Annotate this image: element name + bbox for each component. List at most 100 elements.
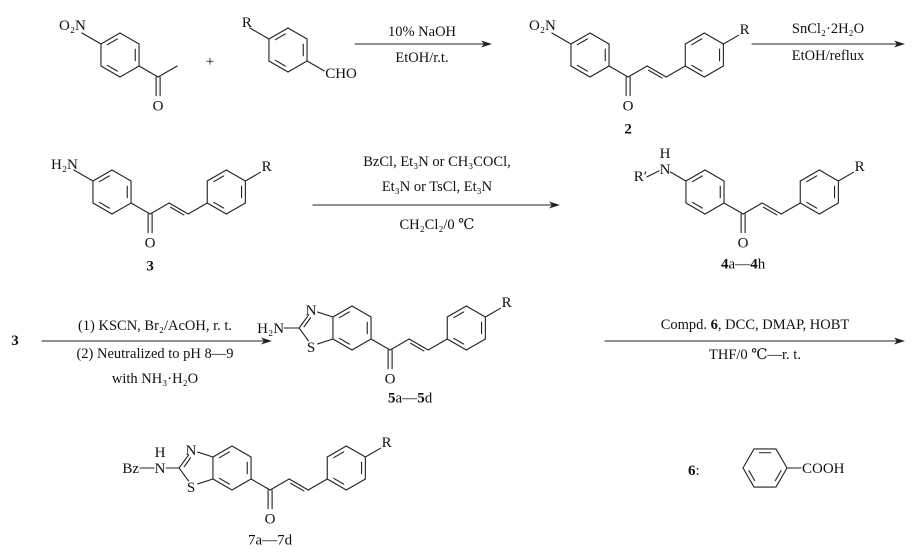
- aromatic-double-bond: [748, 470, 756, 482]
- benzene-ring-bond: [111, 169, 132, 182]
- plus-sign: +: [206, 54, 214, 70]
- step2-conditions: EtOH/reflux: [792, 48, 865, 64]
- label-part: d: [425, 391, 433, 407]
- chain-bond: [665, 65, 686, 78]
- thiazole-bond: [178, 454, 190, 469]
- compound-6-label: 6:: [688, 463, 700, 479]
- benzene-ring-bond: [446, 338, 467, 351]
- amide-hydrogen-label: H: [155, 445, 166, 461]
- benzene-ring-bond: [704, 169, 725, 182]
- aromatic-double-bond: [213, 175, 225, 183]
- r-group-bond: [364, 447, 382, 458]
- carbonyl-bond: [130, 202, 151, 215]
- chain-bond: [269, 478, 290, 491]
- aromatic-double-bond: [576, 38, 588, 46]
- benzene-ring-bond: [92, 202, 113, 215]
- benzene-ring-bond: [589, 65, 610, 78]
- benzene-ring-bond: [742, 448, 755, 469]
- benzene-ring-bond: [703, 32, 724, 45]
- aromatic-double-bond: [98, 175, 110, 183]
- alkene-double-bond: [169, 206, 185, 216]
- arrowhead-icon: [261, 337, 272, 345]
- r-group-label: R: [502, 295, 512, 311]
- aromatic-double-bond: [218, 451, 230, 459]
- compound-2-label: 2: [624, 122, 632, 138]
- alkene-double-bond: [168, 202, 189, 215]
- thiazole-bond: [298, 314, 310, 329]
- r-group-bond: [244, 171, 262, 182]
- arrowhead-icon: [549, 201, 560, 209]
- aromatic-double-bond: [691, 64, 703, 72]
- carbonyl-oxygen-label: O: [265, 512, 276, 528]
- benzene-ring-bond: [775, 467, 788, 488]
- label-part: a—: [396, 391, 419, 407]
- aromatic-double-bond: [333, 451, 345, 459]
- benzene-ring-bond: [704, 202, 725, 215]
- step3-reagent-line1: BzCl, Et₃N or CH₃COCl,: [363, 154, 510, 170]
- label-part: 5: [388, 391, 396, 407]
- aromatic-double-bond: [274, 33, 286, 41]
- label-part: :: [696, 463, 700, 479]
- benzene-ring-bond: [212, 445, 233, 458]
- step1-reagent: 10% NaOH: [388, 24, 457, 40]
- label-part: 6: [688, 463, 696, 479]
- label-part: h: [758, 257, 766, 273]
- methyl-bond: [157, 65, 178, 78]
- benzene-ring-bond: [206, 202, 227, 215]
- thiazole-nitrogen-label: N: [306, 303, 317, 319]
- chain-bond: [307, 478, 328, 491]
- benzene-ring-bond: [742, 467, 755, 488]
- nitro-group-label: O₂N: [529, 18, 556, 34]
- label-part: a—: [729, 257, 752, 273]
- benzene-ring-bond: [685, 169, 706, 182]
- aromatic-double-bond: [98, 201, 110, 209]
- label-part: , DCC, DMAP, HOBT: [718, 317, 849, 333]
- amino-group-label: H₂N: [51, 157, 78, 173]
- benzene-ring-bond: [351, 305, 372, 318]
- chain-bond: [627, 65, 648, 78]
- carbonyl-oxygen-label: O: [385, 372, 396, 388]
- chain-bond: [389, 338, 410, 351]
- alkene-double-bond: [761, 202, 782, 215]
- label-part: 4: [750, 257, 758, 273]
- benzene-ring-bond: [818, 202, 839, 215]
- benzene-ring-bond: [345, 478, 366, 491]
- benzene-ring-bond: [119, 32, 140, 45]
- thiazole-nitrogen-label: N: [186, 443, 197, 459]
- benzoyl-label: Bz: [122, 461, 139, 477]
- compound-4-label: 4a—4h: [721, 257, 766, 273]
- step5-conditions: THF/0 ℃—r. t.: [709, 347, 801, 363]
- carboxylic-acid-label: COOH: [802, 461, 845, 477]
- aromatic-double-bond: [691, 175, 703, 183]
- label-part: Compd.: [661, 317, 711, 333]
- r-group-label: R: [382, 435, 392, 451]
- carbonyl-bond: [608, 65, 629, 78]
- benzene-ring-bond: [684, 32, 705, 45]
- aldehyde-label: CHO: [325, 66, 357, 82]
- benzene-ring-bond: [684, 65, 705, 78]
- carbonyl-oxygen-label: O: [738, 236, 749, 252]
- benzene-ring-bond: [589, 32, 610, 45]
- arrowhead-icon: [481, 40, 492, 48]
- r-group-label: R: [262, 159, 272, 175]
- aromatic-double-bond: [691, 38, 703, 46]
- r-prime-label: R′: [634, 169, 647, 185]
- amide-bond: [669, 171, 687, 182]
- arrowhead-icon: [894, 40, 905, 48]
- compound-5-label: 5a—5d: [388, 391, 433, 407]
- benzene-ring-bond: [326, 478, 347, 491]
- r-group-bond: [837, 171, 855, 182]
- benzene-ring-bond: [799, 202, 820, 215]
- benzene-ring-bond: [111, 202, 132, 215]
- nitro-bond: [551, 32, 572, 45]
- carbonyl-oxygen-label: O: [623, 99, 634, 115]
- benzene-ring-bond: [326, 445, 347, 458]
- benzene-ring-bond: [818, 169, 839, 182]
- amino-bond: [73, 169, 94, 182]
- benzene-ring-bond: [119, 65, 140, 78]
- chain-bond: [742, 202, 763, 215]
- chain-bond: [427, 338, 448, 351]
- aromatic-double-bond: [106, 38, 118, 46]
- alkene-double-bond: [646, 65, 667, 78]
- benzene-ring-bond: [287, 27, 308, 40]
